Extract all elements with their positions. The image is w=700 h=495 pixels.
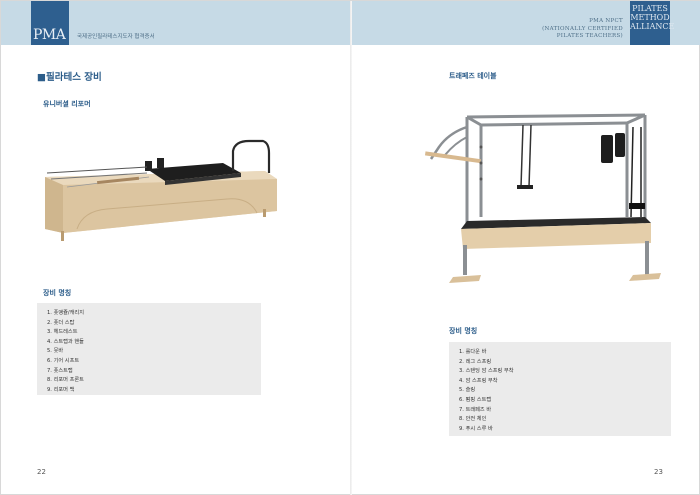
trapeze-parts-list: 1. 롤다운 바 2. 레그 스프링 3. 스탠딩 암 스프링 부착 4. 암 …: [449, 342, 671, 436]
pma-logo: PMA: [31, 1, 69, 45]
list-item: 4. 스트랩과 핸들: [47, 338, 84, 345]
list-item: 6. 기어 시프트: [47, 357, 80, 364]
list-item: 4. 암 스프링 부착: [459, 377, 498, 384]
header-right-text: PMA NPCT (NATIONALLY CERTIFIED PILATES T…: [503, 18, 623, 41]
page-number-left: 22: [37, 468, 46, 476]
pma-logo-text: PMA: [33, 27, 66, 43]
trapeze-subtitle: 트래페즈 테이블: [449, 72, 497, 80]
list-item: 1. 롤다운 바: [459, 349, 487, 355]
list-item: 5. 슬링: [459, 387, 476, 394]
trapeze-table-image: [424, 113, 661, 283]
right-list-title: 장비 명칭: [449, 327, 478, 335]
header-right-line: (NATIONALLY CERTIFIED: [542, 25, 623, 32]
list-item: 9. 리포머 백: [47, 386, 75, 393]
list-item: 8. 리포머 프론트: [47, 377, 84, 384]
list-item: 9. 푸시 스루 바: [459, 425, 493, 432]
pilates-method-alliance-logo: PILATES METHOD ALLIANCE: [630, 1, 675, 45]
list-item: 3. 헤드레스트: [47, 329, 78, 336]
page-gutter: [350, 1, 352, 495]
list-item: 8. 안전 체인: [459, 416, 487, 423]
list-item: 6. 펌핑 스트랩: [459, 396, 492, 403]
logo-line: ALLIANCE: [630, 22, 675, 31]
page-number-right: 23: [654, 468, 663, 476]
header-right-line: PILATES TEACHERS): [556, 33, 623, 39]
reformer-parts-list: 1. 풋앵쥴/캐리지 2. 풋더 스탑 3. 헤드레스트 4. 스트랩과 핸들 …: [37, 303, 261, 395]
list-item: 5. 뭇바: [47, 348, 64, 355]
list-item: 2. 풋더 스탑: [47, 319, 75, 326]
list-item: 2. 레그 스프링: [459, 358, 492, 365]
reformer-subtitle: 유니버셜 리포머: [43, 100, 91, 108]
list-item: 7. 풋스트랩: [47, 367, 73, 374]
section-title: ■필라테스 장비: [37, 72, 102, 83]
logo-line: PILATES: [632, 4, 668, 13]
list-item: 7. 트래페즈 바: [459, 406, 492, 413]
list-item: 3. 스탠딩 암 스프링 부착: [459, 368, 514, 375]
list-item: 1. 풋앵쥴/캐리지: [47, 310, 84, 316]
header-right-line: PMA NPCT: [589, 18, 623, 24]
logo-line: METHOD: [630, 13, 670, 22]
reformer-image: [45, 139, 277, 241]
left-list-title: 장비 명칭: [43, 289, 72, 297]
header-left-text: 국제공인필라테스지도자 협격증서: [77, 34, 155, 40]
